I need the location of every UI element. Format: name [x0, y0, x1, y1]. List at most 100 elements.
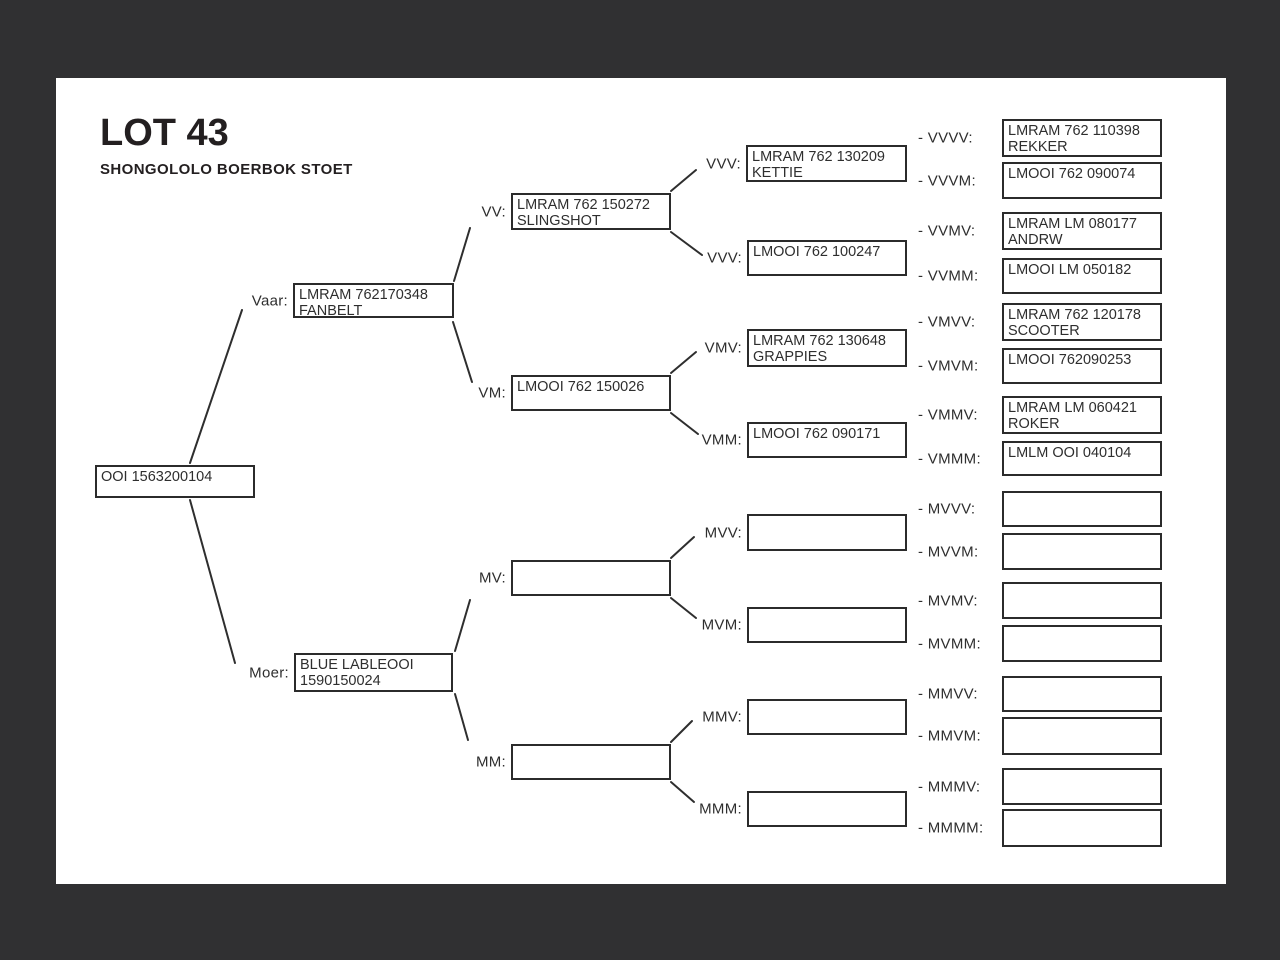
box-line2: REKKER: [1008, 139, 1068, 155]
pedigree-box-vvmm: LMOOI LM 050182: [1002, 258, 1162, 294]
node-label: - VMVM:: [918, 357, 979, 375]
box-line1: LMRAM 762 110398: [1008, 123, 1140, 139]
box-line2: KETTIE: [752, 165, 803, 181]
pedigree-box-vmvm: LMOOI 762090253: [1002, 348, 1162, 384]
pedigree-box-mmv: [747, 699, 907, 735]
pedigree-box-mmmv: [1002, 768, 1162, 805]
pedigree-node-mvvv: - MVVV:: [918, 491, 1162, 527]
pedigree-node-vvm: VVV: LMOOI 762 100247: [707, 240, 907, 276]
pedigree-node-subject: OOI 1563200104: [95, 465, 255, 498]
node-label: Moer:: [249, 664, 289, 681]
pedigree-node-mv: MV:: [479, 560, 671, 596]
node-label: - MMVM:: [918, 727, 981, 745]
box-line1: OOI 1563200104: [101, 469, 213, 485]
node-label: - VVVV:: [918, 129, 973, 147]
node-label: - VVVM:: [918, 172, 976, 189]
box-line1: LMRAM 762 150272: [517, 197, 650, 213]
box-line1: BLUE LABLEOOI: [300, 657, 414, 673]
pedigree-box-mmvm: [1002, 717, 1162, 755]
box-line1: LMRAM 762 130648: [753, 333, 886, 349]
pedigree-node-mm: MM:: [476, 744, 671, 780]
node-label: VV:: [481, 203, 506, 220]
box-line1: LMOOI 762 100247: [753, 244, 881, 260]
box-line1: LMOOI 762090253: [1008, 352, 1132, 368]
pedigree-box-vvv: LMRAM 762 130209 KETTIE: [746, 145, 907, 182]
pedigree-node-vvmm: - VVMM: LMOOI LM 050182: [918, 258, 1162, 294]
box-line2: ROKER: [1008, 416, 1060, 432]
pedigree-node-vvvm: - VVVM: LMOOI 762 090074: [918, 162, 1162, 199]
node-label: - MVVV:: [918, 500, 976, 518]
pedigree-node-dam: Moer: BLUE LABLEOOI 1590150024: [249, 653, 453, 692]
node-label: VVV:: [706, 155, 741, 172]
pedigree-box-mvmv: [1002, 582, 1162, 619]
pedigree-node-mvmv: - MVMV:: [918, 582, 1162, 619]
box-line1: LMRAM 762 120178: [1008, 307, 1141, 323]
pedigree-box-vmv: LMRAM 762 130648 GRAPPIES: [747, 329, 907, 367]
node-label: MM:: [475, 753, 506, 771]
pedigree-node-vmm: VMM: LMOOI 762 090171: [702, 422, 907, 458]
pedigree-box-mvmm: [1002, 625, 1162, 662]
node-label: - VMVV:: [918, 313, 976, 331]
pedigree-box-mvvm: [1002, 533, 1162, 570]
pedigree-node-mvm: MVM:: [702, 607, 907, 643]
pedigree-node-vmvm: - VMVM: LMOOI 762090253: [918, 348, 1162, 384]
pedigree-box-vvmv: LMRAM LM 080177 ANDRW: [1002, 212, 1162, 250]
pedigree-node-mmm: MMM:: [699, 791, 907, 827]
node-label: - MVVM:: [918, 543, 979, 560]
pedigree-node-mmvv: - MMVV:: [918, 676, 1162, 712]
node-label: VMM:: [701, 431, 742, 449]
pedigree-box-vvm: LMOOI 762 100247: [747, 240, 907, 276]
pedigree-box-vvvm: LMOOI 762 090074: [1002, 162, 1162, 199]
pedigree-box-vmm: LMOOI 762 090171: [747, 422, 907, 458]
node-label: VMV:: [704, 339, 742, 357]
node-label: VVV:: [707, 249, 742, 267]
pedigree-page: LOT 43 SHONGOLOLO BOERBOK STOET OOI 1563…: [56, 78, 1226, 884]
box-line2: ANDRW: [1008, 232, 1063, 248]
pedigree-node-mmvm: - MMVM:: [918, 717, 1162, 755]
pedigree-box-mvv: [747, 514, 907, 551]
node-label: MVM:: [701, 616, 742, 634]
box-line2: SLINGSHOT: [517, 213, 601, 229]
pedigree-node-mmmm: - MMMM:: [918, 809, 1162, 847]
pedigree-box-mmm: [747, 791, 907, 827]
pedigree-node-vmvv: - VMVV: LMRAM 762 120178 SCOOTER: [918, 303, 1162, 341]
node-label: Vaar:: [251, 292, 288, 309]
pedigree-node-vvvv: - VVVV: LMRAM 762 110398 REKKER: [918, 119, 1162, 157]
box-line1: LMRAM 762170348: [299, 287, 428, 303]
pedigree-box-mvm: [747, 607, 907, 643]
node-label: - MMVV:: [918, 685, 978, 703]
node-label: VM:: [478, 384, 506, 402]
pedigree-node-vmmm: - VMMM: LMLM OOI 040104: [918, 441, 1162, 476]
stud-name: SHONGOLOLO BOERBOK STOET: [100, 161, 353, 178]
pedigree-box-sire: LMRAM 762170348 FANBELT: [293, 283, 454, 318]
box-line2: 1590150024: [300, 673, 381, 689]
pedigree-node-vvmv: - VVMV: LMRAM LM 080177 ANDRW: [918, 212, 1162, 250]
node-label: MV:: [478, 569, 506, 587]
pedigree-node-vv: VV: LMRAM 762 150272 SLINGSHOT: [481, 193, 671, 230]
node-label: - MMMM:: [918, 819, 984, 837]
pedigree-node-mvvm: - MVVM:: [918, 533, 1162, 570]
box-line2: SCOOTER: [1008, 323, 1080, 339]
pedigree-box-subject: OOI 1563200104: [95, 465, 255, 498]
node-label: MVV:: [704, 524, 742, 541]
node-label: - VMMM:: [918, 450, 981, 467]
box-line1: LMRAM LM 080177: [1008, 216, 1137, 232]
box-line2: GRAPPIES: [753, 349, 828, 365]
node-label: - VVMV:: [918, 222, 976, 240]
pedigree-node-mvmm: - MVMM:: [918, 625, 1162, 662]
pedigree-box-mvvv: [1002, 491, 1162, 527]
pedigree-connector-lines: [189, 169, 703, 803]
node-label: MMM:: [699, 800, 742, 818]
pedigree-box-mm: [511, 744, 671, 780]
pedigree-node-mvv: MVV:: [705, 514, 907, 551]
pedigree-node-vm: VM: LMOOI 762 150026: [478, 375, 671, 411]
pedigree-box-vmmv: LMRAM LM 060421 ROKER: [1002, 396, 1162, 434]
pedigree-box-mmmm: [1002, 809, 1162, 847]
pedigree-node-mmv: MMV:: [702, 699, 907, 735]
node-label: - VVMM:: [918, 267, 979, 285]
box-line1: LMOOI 762 090074: [1008, 166, 1136, 182]
box-line1: LMOOI 762 150026: [517, 379, 645, 395]
node-label: MMV:: [702, 708, 742, 726]
pedigree-box-vv: LMRAM 762 150272 SLINGSHOT: [511, 193, 671, 230]
node-label: - VMMV:: [918, 406, 978, 424]
